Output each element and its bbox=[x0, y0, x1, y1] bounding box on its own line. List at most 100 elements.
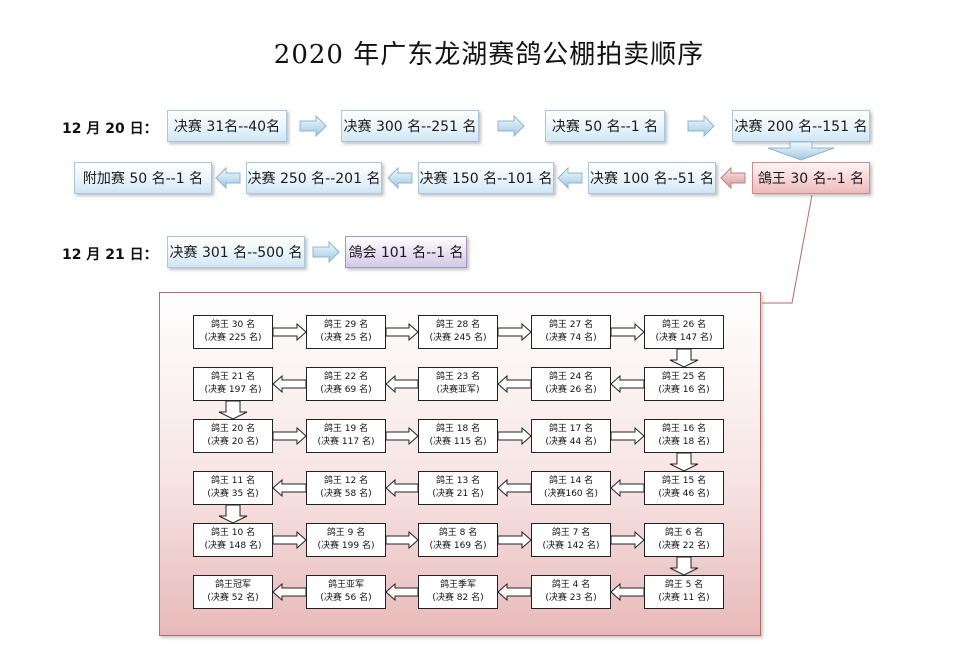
arrow-left-icon bbox=[720, 166, 746, 190]
arrow-left-icon bbox=[387, 166, 413, 190]
bracket-box: 鸽王冠军 (决赛 52 名) bbox=[193, 575, 273, 609]
bracket-box-rank: 鸽王 20 名 bbox=[210, 424, 256, 434]
bracket-box-rank: 鸽王 25 名 bbox=[661, 372, 707, 382]
bracket-box: 鸽王 25 名(决赛 16 名) bbox=[644, 367, 724, 401]
bracket-box: 鸽王 27 名 (决赛 74 名) bbox=[531, 315, 611, 349]
arrow-left-icon bbox=[610, 478, 645, 498]
arrow-left-icon bbox=[497, 374, 532, 394]
bracket-box-rank: 鸽王 29 名 bbox=[323, 320, 369, 330]
bracket-box-rank: 鸽王 8 名 bbox=[438, 528, 478, 538]
arrow-right-icon bbox=[687, 114, 715, 138]
bracket-box: 鸽王 11 名(决赛 35 名) bbox=[193, 471, 273, 505]
bracket-box-rank: 鸽王 23 名 bbox=[435, 372, 481, 382]
bracket-box: 鸽王 6 名 (决赛 22 名) bbox=[644, 523, 724, 557]
bracket-box-final-rank: (决赛 115 名) bbox=[429, 437, 487, 447]
bracket-box: 鸽王 28 名 (决赛 245 名) bbox=[418, 315, 498, 349]
arrow-right-icon bbox=[497, 530, 532, 550]
bracket-box-final-rank: (决赛 46 名) bbox=[658, 489, 710, 499]
bracket-box: 鸽王 18 名(决赛 115 名) bbox=[418, 419, 498, 453]
arrow-down-icon bbox=[669, 348, 699, 368]
flow-box-extra-50-1: 附加赛 50 名--1 名 bbox=[74, 162, 212, 194]
bracket-box-rank: 鸽王 12 名 bbox=[323, 476, 369, 486]
bracket-box-rank: 鸽王 11 名 bbox=[210, 476, 256, 486]
bracket-box-final-rank: (决赛 117 名) bbox=[317, 437, 375, 447]
bracket-box: 鸽王 16 名(决赛 18 名) bbox=[644, 419, 724, 453]
bracket-box-rank: 鸽王 17 名 bbox=[548, 424, 594, 434]
bracket-box-final-rank: (决赛 23 名) bbox=[545, 593, 597, 603]
flow-box-final-150-101: 决赛 150 名--101 名 bbox=[418, 162, 554, 194]
arrow-right-icon bbox=[610, 322, 645, 342]
bracket-box-rank: 鸽王 5 名 bbox=[664, 580, 704, 590]
bracket-box-final-rank: (决赛 69 名) bbox=[320, 385, 372, 395]
bracket-box-rank: 鸽王 19 名 bbox=[323, 424, 369, 434]
bracket-box: 鸽王 14 名(决赛160 名) bbox=[531, 471, 611, 505]
arrow-right-icon bbox=[610, 530, 645, 550]
bracket-box-final-rank: (决赛 245 名) bbox=[429, 333, 487, 343]
bracket-box: 鸽王 12 名(决赛 58 名) bbox=[306, 471, 386, 505]
bracket-box-rank: 鸽王 27 名 bbox=[548, 320, 594, 330]
bracket-box-rank: 鸽王 9 名 bbox=[326, 528, 366, 538]
bracket-box-final-rank: (决赛 25 名) bbox=[320, 333, 372, 343]
bracket-box: 鸽王 22 名 (决赛 69 名) bbox=[306, 367, 386, 401]
arrow-right-icon bbox=[497, 114, 525, 138]
bracket-box-final-rank: (决赛 142 名) bbox=[542, 541, 600, 551]
bracket-box-final-rank: (决赛 197 名) bbox=[204, 385, 262, 395]
bracket-box: 鸽王 8 名(决赛 169 名) bbox=[418, 523, 498, 557]
arrow-left-icon bbox=[385, 478, 419, 498]
bracket-box-rank: 鸽王冠军 bbox=[214, 580, 251, 590]
bracket-box: 鸽王 29 名 (决赛 25 名) bbox=[306, 315, 386, 349]
bracket-box-rank: 鸽王 4 名 bbox=[551, 580, 591, 590]
arrow-down-icon bbox=[767, 141, 835, 161]
bracket-box: 鸽王 17 名 (决赛 44 名) bbox=[531, 419, 611, 453]
arrow-right-icon bbox=[299, 114, 327, 138]
date-label-dec-20: 12 月 20 日： bbox=[62, 121, 158, 137]
bracket-box: 鸽王 26 名(决赛 147 名) bbox=[644, 315, 724, 349]
arrow-left-icon bbox=[385, 582, 419, 602]
arrow-left-icon bbox=[557, 166, 583, 190]
bracket-box-final-rank: (决赛 26 名) bbox=[545, 385, 597, 395]
bracket-box: 鸽王 23 名 (决赛亚军) bbox=[418, 367, 498, 401]
bracket-box-final-rank: (决赛 20 名) bbox=[207, 437, 259, 447]
arrow-right-icon bbox=[312, 240, 340, 264]
bracket-box-final-rank: (决赛 22 名) bbox=[658, 541, 710, 551]
flow-box-final-250-201: 决赛 250 名--201 名 bbox=[246, 162, 382, 194]
bracket-box-rank: 鸽王 22 名 bbox=[323, 372, 369, 382]
arrow-left-icon bbox=[272, 374, 307, 394]
bracket-box-rank: 鸽王 28 名 bbox=[435, 320, 481, 330]
bracket-box-rank: 鸽王 6 名 bbox=[664, 528, 704, 538]
bracket-box-final-rank: (决赛 148 名) bbox=[204, 541, 262, 551]
bracket-box-final-rank: (决赛 74 名) bbox=[545, 333, 597, 343]
bracket-box-final-rank: (决赛亚军) bbox=[436, 385, 480, 395]
bracket-box: 鸽王 10 名(决赛 148 名) bbox=[193, 523, 273, 557]
arrow-left-icon bbox=[610, 374, 645, 394]
bracket-box-final-rank: (决赛 18 名) bbox=[658, 437, 710, 447]
bracket-box-final-rank: (决赛 56 名) bbox=[320, 593, 372, 603]
arrow-left-icon bbox=[497, 582, 532, 602]
arrow-right-icon bbox=[272, 530, 307, 550]
arrow-left-icon bbox=[215, 166, 241, 190]
bracket-box: 鸽王 19 名 (决赛 117 名) bbox=[306, 419, 386, 453]
arrow-right-icon bbox=[385, 426, 419, 446]
bracket-box-rank: 鸽王 30 名 bbox=[210, 320, 256, 330]
bracket-box: 鸽王 24 名(决赛 26 名) bbox=[531, 367, 611, 401]
arrow-right-icon bbox=[272, 426, 307, 446]
bracket-box-final-rank: (决赛 44 名) bbox=[545, 437, 597, 447]
flow-box-final-31-40: 决赛 31名--40名 bbox=[167, 110, 287, 142]
bracket-box-final-rank: (决赛 52 名) bbox=[207, 593, 259, 603]
arrow-right-icon bbox=[610, 426, 645, 446]
bracket-box-rank: 鸽王亚军 bbox=[327, 580, 364, 590]
bracket-box: 鸽王 7 名(决赛 142 名) bbox=[531, 523, 611, 557]
arrow-right-icon bbox=[497, 426, 532, 446]
bracket-box-final-rank: (决赛 82 名) bbox=[432, 593, 484, 603]
flow-box-final-301-500: 决赛 301 名--500 名 bbox=[167, 236, 305, 268]
arrow-right-icon bbox=[385, 530, 419, 550]
connector-line bbox=[762, 194, 813, 304]
arrow-down-icon bbox=[218, 504, 248, 524]
bracket-box: 鸽王 20 名 (决赛 20 名) bbox=[193, 419, 273, 453]
flow-box-club-101-1: 鴿会 101 名--1 名 bbox=[345, 236, 467, 268]
bracket-box: 鸽王亚军 (决赛 56 名) bbox=[306, 575, 386, 609]
page-title: 2020 年广东龙湖赛鸽公棚拍卖顺序 bbox=[273, 40, 705, 70]
bracket-box-final-rank: (决赛 11 名) bbox=[658, 593, 710, 603]
bracket-box-rank: 鸽王季军 bbox=[439, 580, 476, 590]
